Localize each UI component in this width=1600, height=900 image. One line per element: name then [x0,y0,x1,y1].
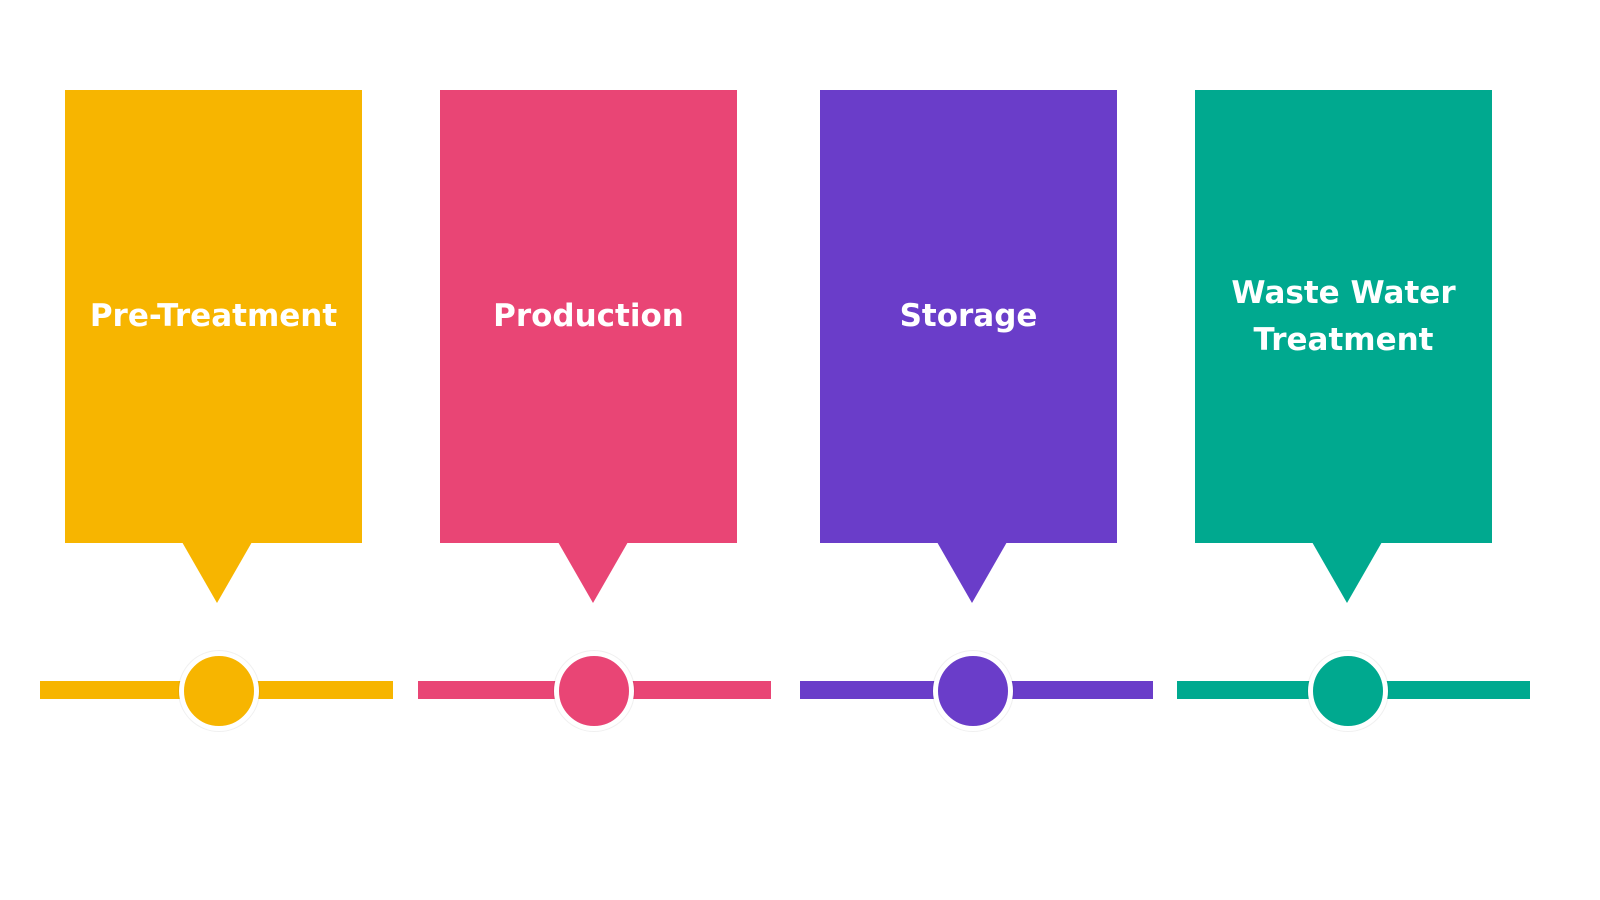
timeline-node-waste-water-treatment [1308,651,1388,731]
step-label: Storage [900,293,1038,340]
step-box-pre-treatment: Pre-Treatment [65,90,362,543]
step-label: Pre-Treatment [90,293,337,340]
step-label-line: Production [493,298,684,334]
step-label: Waste Water Treatment [1231,270,1455,364]
timeline-node-production [554,651,634,731]
step-label-line: Waste Water [1231,274,1456,311]
step-pointer-storage [937,542,1007,603]
step-box-production: Production [440,90,737,543]
step-pointer-production [558,542,628,603]
step-label-line: Storage [899,298,1038,334]
step-pointer-pre-treatment [182,542,252,603]
step-pointer-waste-water-treatment [1312,542,1382,603]
step-box-waste-water-treatment: Waste Water Treatment [1195,90,1492,543]
step-label: Production [493,293,684,340]
step-box-storage: Storage [820,90,1117,543]
step-label-line: Treatment [1253,321,1434,358]
timeline-node-pre-treatment [179,651,259,731]
timeline-node-storage [933,651,1013,731]
step-label-line: Pre-Treatment [89,298,338,334]
